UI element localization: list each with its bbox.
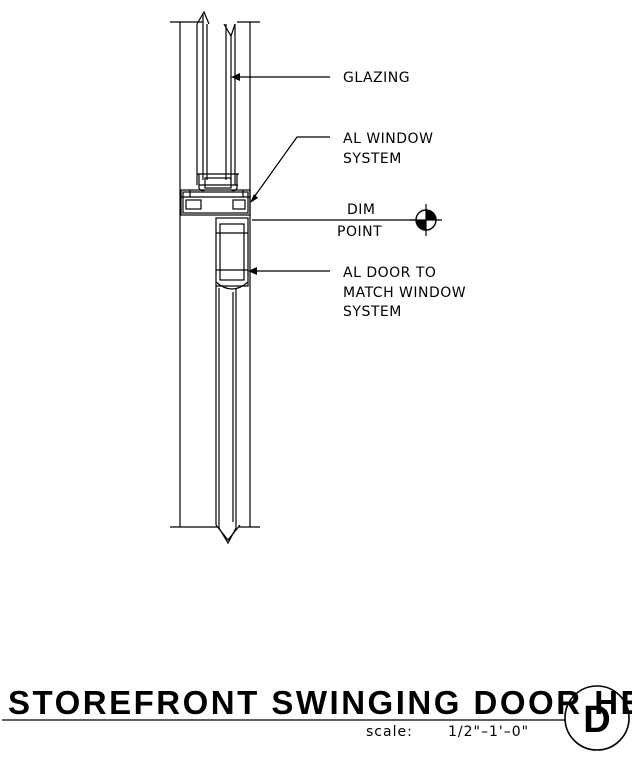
al-window-label-line1: AL WINDOW	[343, 131, 433, 147]
al-door-label-line3: SYSTEM	[343, 304, 402, 320]
leader-lines	[233, 76, 415, 272]
al-door-frame	[215, 217, 249, 545]
detail-badge-circle	[564, 685, 630, 751]
dim-point-symbol	[410, 204, 442, 236]
al-window-leader	[251, 136, 330, 201]
scale-label: scale:	[366, 724, 413, 740]
title-block: STOREFRONT SWINGING DOOR HEAD scale: 1/2…	[2, 684, 632, 751]
glazing-label: GLAZING	[343, 70, 410, 86]
al-door-label-line1: AL DOOR TO	[343, 265, 436, 281]
glazing-unit	[196, 10, 236, 185]
detail-letter: D	[583, 699, 610, 741]
scale-value: 1/2"–1'–0"	[448, 724, 529, 740]
leader-arrowheads	[231, 73, 258, 275]
drawing-title: STOREFRONT SWINGING DOOR HEAD	[8, 684, 632, 721]
wall-section	[170, 21, 260, 528]
al-door-label-line2: MATCH WINDOW	[343, 285, 466, 301]
dim-label-line1: DIM	[347, 202, 376, 218]
al-window-frame	[180, 173, 251, 216]
dim-label-line2: POINT	[337, 224, 382, 240]
al-window-label-line2: SYSTEM	[343, 151, 402, 167]
